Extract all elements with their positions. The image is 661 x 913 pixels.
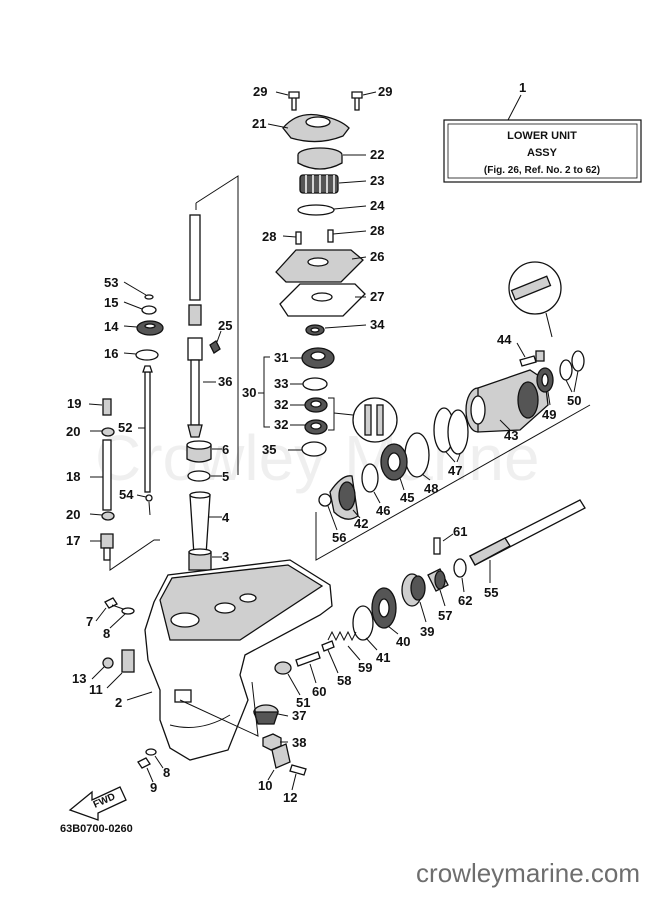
callout-29a: 29	[253, 84, 267, 99]
callout-30: 30	[242, 385, 256, 400]
callout-8a: 8	[103, 626, 110, 641]
callout-58: 58	[337, 673, 351, 688]
callout-59: 59	[358, 660, 372, 675]
callout-23: 23	[370, 173, 384, 188]
callout-41: 41	[376, 650, 390, 665]
callout-39: 39	[420, 624, 434, 639]
callout-16: 16	[104, 346, 118, 361]
callout-7: 7	[86, 614, 93, 629]
callout-32b: 32	[274, 417, 288, 432]
gear-case-housing	[126, 559, 333, 761]
callout-4: 4	[222, 510, 230, 525]
callout-43: 43	[504, 428, 518, 443]
callout-38: 38	[292, 735, 306, 750]
callout-45: 45	[400, 490, 414, 505]
callout-42: 42	[354, 516, 368, 531]
callout-26: 26	[370, 249, 384, 264]
callout-20a: 20	[66, 424, 80, 439]
callout-62: 62	[458, 593, 472, 608]
lower-left-parts: FWD	[68, 597, 164, 821]
footer-url: crowleymarine.com	[416, 858, 640, 888]
callout-40: 40	[396, 634, 410, 649]
callout-15: 15	[104, 295, 118, 310]
callout-47: 47	[448, 463, 462, 478]
title-box: LOWER UNIT ASSY (Fig. 26, Ref. No. 2 to …	[443, 80, 642, 183]
callout-17: 17	[66, 533, 80, 548]
callout-25: 25	[218, 318, 232, 333]
callout-57: 57	[438, 608, 452, 623]
callout-13: 13	[72, 671, 86, 686]
callout-24: 24	[370, 198, 385, 213]
pinion-group	[179, 681, 307, 791]
callout-18: 18	[66, 469, 80, 484]
left-small-parts	[88, 281, 164, 571]
callout-49: 49	[542, 407, 556, 422]
callout-10: 10	[258, 778, 272, 793]
callout-33: 33	[274, 376, 288, 391]
callout-54: 54	[119, 487, 134, 502]
callout-5: 5	[222, 469, 229, 484]
callout-32a: 32	[274, 397, 288, 412]
callout-46: 46	[376, 503, 390, 518]
callout-50: 50	[567, 393, 581, 408]
callout-60: 60	[312, 684, 326, 699]
callout-53: 53	[104, 275, 118, 290]
callout-8b: 8	[163, 765, 170, 780]
callout-3: 3	[222, 549, 229, 564]
callout-37: 37	[292, 708, 306, 723]
callout-11: 11	[89, 682, 103, 697]
title-line-2: ASSY	[527, 147, 558, 159]
callouts: 29 29 21 22 23 24 28 28 26 27 34 31 33 3…	[66, 84, 581, 805]
water-pump-group	[258, 91, 398, 457]
callout-34: 34	[370, 317, 385, 332]
callout-1: 1	[519, 80, 526, 95]
callout-29b: 29	[378, 84, 392, 99]
callout-12: 12	[283, 790, 297, 805]
callout-22: 22	[370, 147, 384, 162]
callout-55: 55	[484, 585, 498, 600]
callout-21: 21	[252, 116, 266, 131]
callout-31: 31	[274, 350, 288, 365]
callout-36: 36	[218, 374, 232, 389]
callout-9: 9	[150, 780, 157, 795]
drive-shaft-group	[186, 175, 239, 571]
callout-19: 19	[67, 396, 81, 411]
callout-48: 48	[424, 481, 438, 496]
callout-2: 2	[115, 695, 122, 710]
callout-35: 35	[262, 442, 276, 457]
propeller-shaft-group	[274, 499, 586, 696]
diagram-code: 63B0700-0260	[60, 823, 133, 835]
bearing-housing-group	[315, 261, 591, 561]
title-line-3: (Fig. 26, Ref. No. 2 to 62)	[484, 165, 600, 176]
callout-56: 56	[332, 530, 346, 545]
callout-61: 61	[453, 524, 467, 539]
callout-28a: 28	[262, 229, 276, 244]
callout-44: 44	[497, 332, 512, 347]
callout-28b: 28	[370, 223, 384, 238]
callout-20b: 20	[66, 507, 80, 522]
callout-51: 51	[296, 695, 310, 710]
callout-52: 52	[118, 420, 132, 435]
callout-14: 14	[104, 319, 119, 334]
title-line-1: LOWER UNIT	[507, 130, 577, 142]
callout-6: 6	[222, 442, 229, 457]
callout-27: 27	[370, 289, 384, 304]
